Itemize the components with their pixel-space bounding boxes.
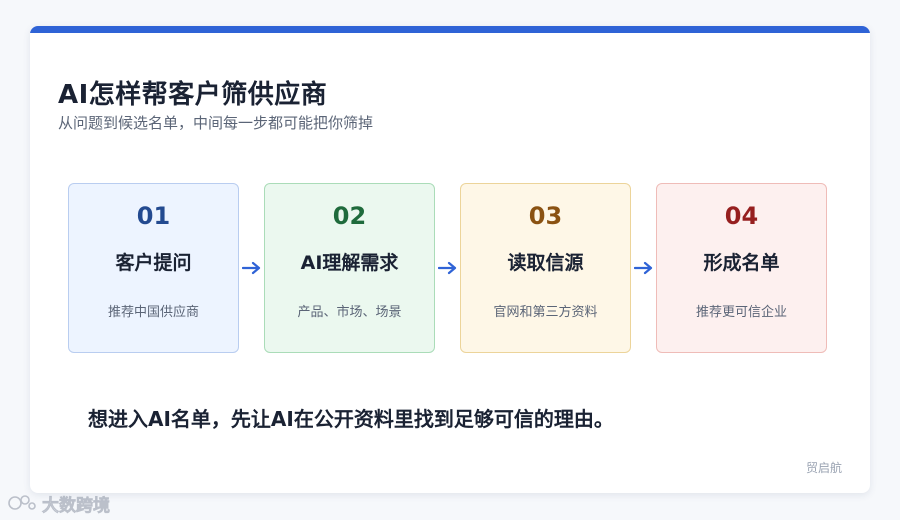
tagline: 想进入AI名单，先让AI在公开资料里找到足够可信的理由。 xyxy=(88,407,614,431)
step-1-description: 推荐中国供应商 xyxy=(107,305,199,320)
step-1-box: 01 客户提问 推荐中国供应商 xyxy=(68,183,239,353)
step-3-heading: 读取信源 xyxy=(507,252,584,274)
step-2-heading: AI理解需求 xyxy=(300,252,399,274)
step-3-box: 03 读取信源 官网和第三方资料 xyxy=(460,183,631,353)
step-4-number: 04 xyxy=(724,202,759,230)
step-1-heading: 客户提问 xyxy=(115,252,192,274)
step-4-description: 推荐更可信企业 xyxy=(695,305,787,320)
step-1-number: 01 xyxy=(136,202,171,230)
step-4-heading: 形成名单 xyxy=(703,252,780,274)
diagram-card: AI怎样帮客户筛供应商 从问题到候选名单，中间每一步都可能把你筛掉 01 客户提… xyxy=(30,26,870,493)
step-4-box: 04 形成名单 推荐更可信企业 xyxy=(656,183,827,353)
arrow-right-icon xyxy=(242,261,261,275)
step-2-box: 02 AI理解需求 产品、市场、场景 xyxy=(264,183,435,353)
arrow-right-icon xyxy=(634,261,653,275)
step-2-description: 产品、市场、场景 xyxy=(297,305,402,320)
watermark: 大数跨境 xyxy=(8,490,110,516)
arrow-right-icon xyxy=(438,261,457,275)
diagram-subtitle: 从问题到候选名单，中间每一步都可能把你筛掉 xyxy=(58,114,374,132)
diagram-title: AI怎样帮客户筛供应商 xyxy=(58,80,328,110)
watermark-text: 大数跨境 xyxy=(42,495,111,516)
brand-label: 贸启航 xyxy=(805,461,842,475)
watermark-logo-icon xyxy=(8,495,36,510)
step-3-description: 官网和第三方资料 xyxy=(493,305,598,320)
step-2-number: 02 xyxy=(332,202,367,230)
accent-bar xyxy=(30,26,870,33)
step-3-number: 03 xyxy=(528,202,563,230)
